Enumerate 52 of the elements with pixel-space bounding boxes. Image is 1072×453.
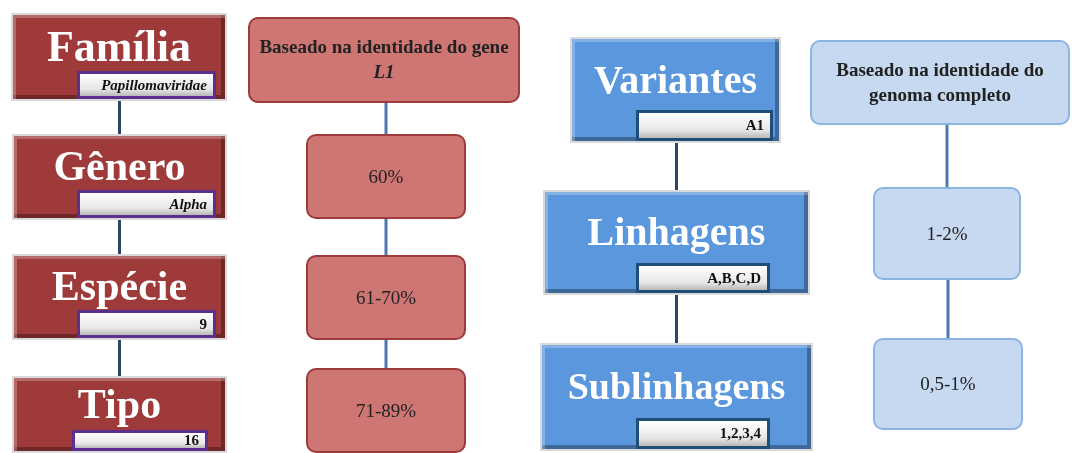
tag-text: 16 (184, 432, 199, 449)
value-tag (636, 418, 770, 449)
criterion-box (248, 17, 520, 103)
tag-text: A1 (745, 117, 764, 134)
criterion-text: 71-89% (355, 399, 417, 422)
connector-line (118, 99, 121, 134)
tag-text: A,B,C,D (707, 269, 761, 287)
criterion-box (873, 187, 1021, 280)
rank-box (12, 134, 227, 220)
criterion-box (306, 134, 466, 219)
value-tag (636, 263, 770, 293)
value-tag (77, 310, 216, 338)
criterion-text: 60% (368, 165, 404, 188)
rank-title: Gênero (53, 142, 186, 190)
rank-title: Linhagens (587, 208, 766, 255)
tag-text: Alpha (169, 195, 207, 213)
rank-title: Variantes (594, 55, 757, 103)
rank-box (12, 254, 227, 340)
criterion-box (306, 368, 466, 453)
tag-text: 1,2,3,4 (719, 425, 761, 442)
value-tag (77, 71, 216, 99)
connector-line (946, 280, 950, 338)
rank-title: Tipo (77, 379, 162, 428)
rank-title: Espécie (51, 262, 188, 310)
connector-line (675, 293, 678, 343)
rank-box (543, 190, 810, 295)
value-tag (72, 430, 208, 451)
connector-line (675, 141, 678, 190)
connector-line (384, 340, 388, 368)
value-tag (77, 190, 216, 218)
value-tag (636, 110, 773, 141)
rank-title: Sublinhagens (567, 364, 786, 408)
criterion-heading: Baseado na identidade do gene L1 (258, 35, 510, 84)
criterion-box (810, 40, 1070, 125)
connector-line (384, 219, 388, 255)
connector-line (945, 125, 949, 187)
connector-line (118, 338, 121, 376)
rank-box (570, 37, 781, 143)
rank-box (540, 343, 813, 451)
rank-box (12, 376, 227, 453)
rank-title: Família (46, 20, 192, 72)
tag-text: Papillomaviridae (101, 76, 207, 94)
connector-line (118, 218, 121, 254)
criterion-text: 1-2% (926, 222, 968, 245)
connector-line (384, 103, 388, 134)
criterion-box (306, 255, 466, 340)
rank-box (11, 13, 227, 101)
criterion-text: 0,5-1% (920, 373, 976, 395)
criterion-box (873, 338, 1023, 430)
tag-text: 9 (199, 315, 207, 333)
criterion-text: 61-70% (355, 286, 417, 309)
criterion-heading: Baseado na identidade do genoma completo (835, 57, 1045, 107)
